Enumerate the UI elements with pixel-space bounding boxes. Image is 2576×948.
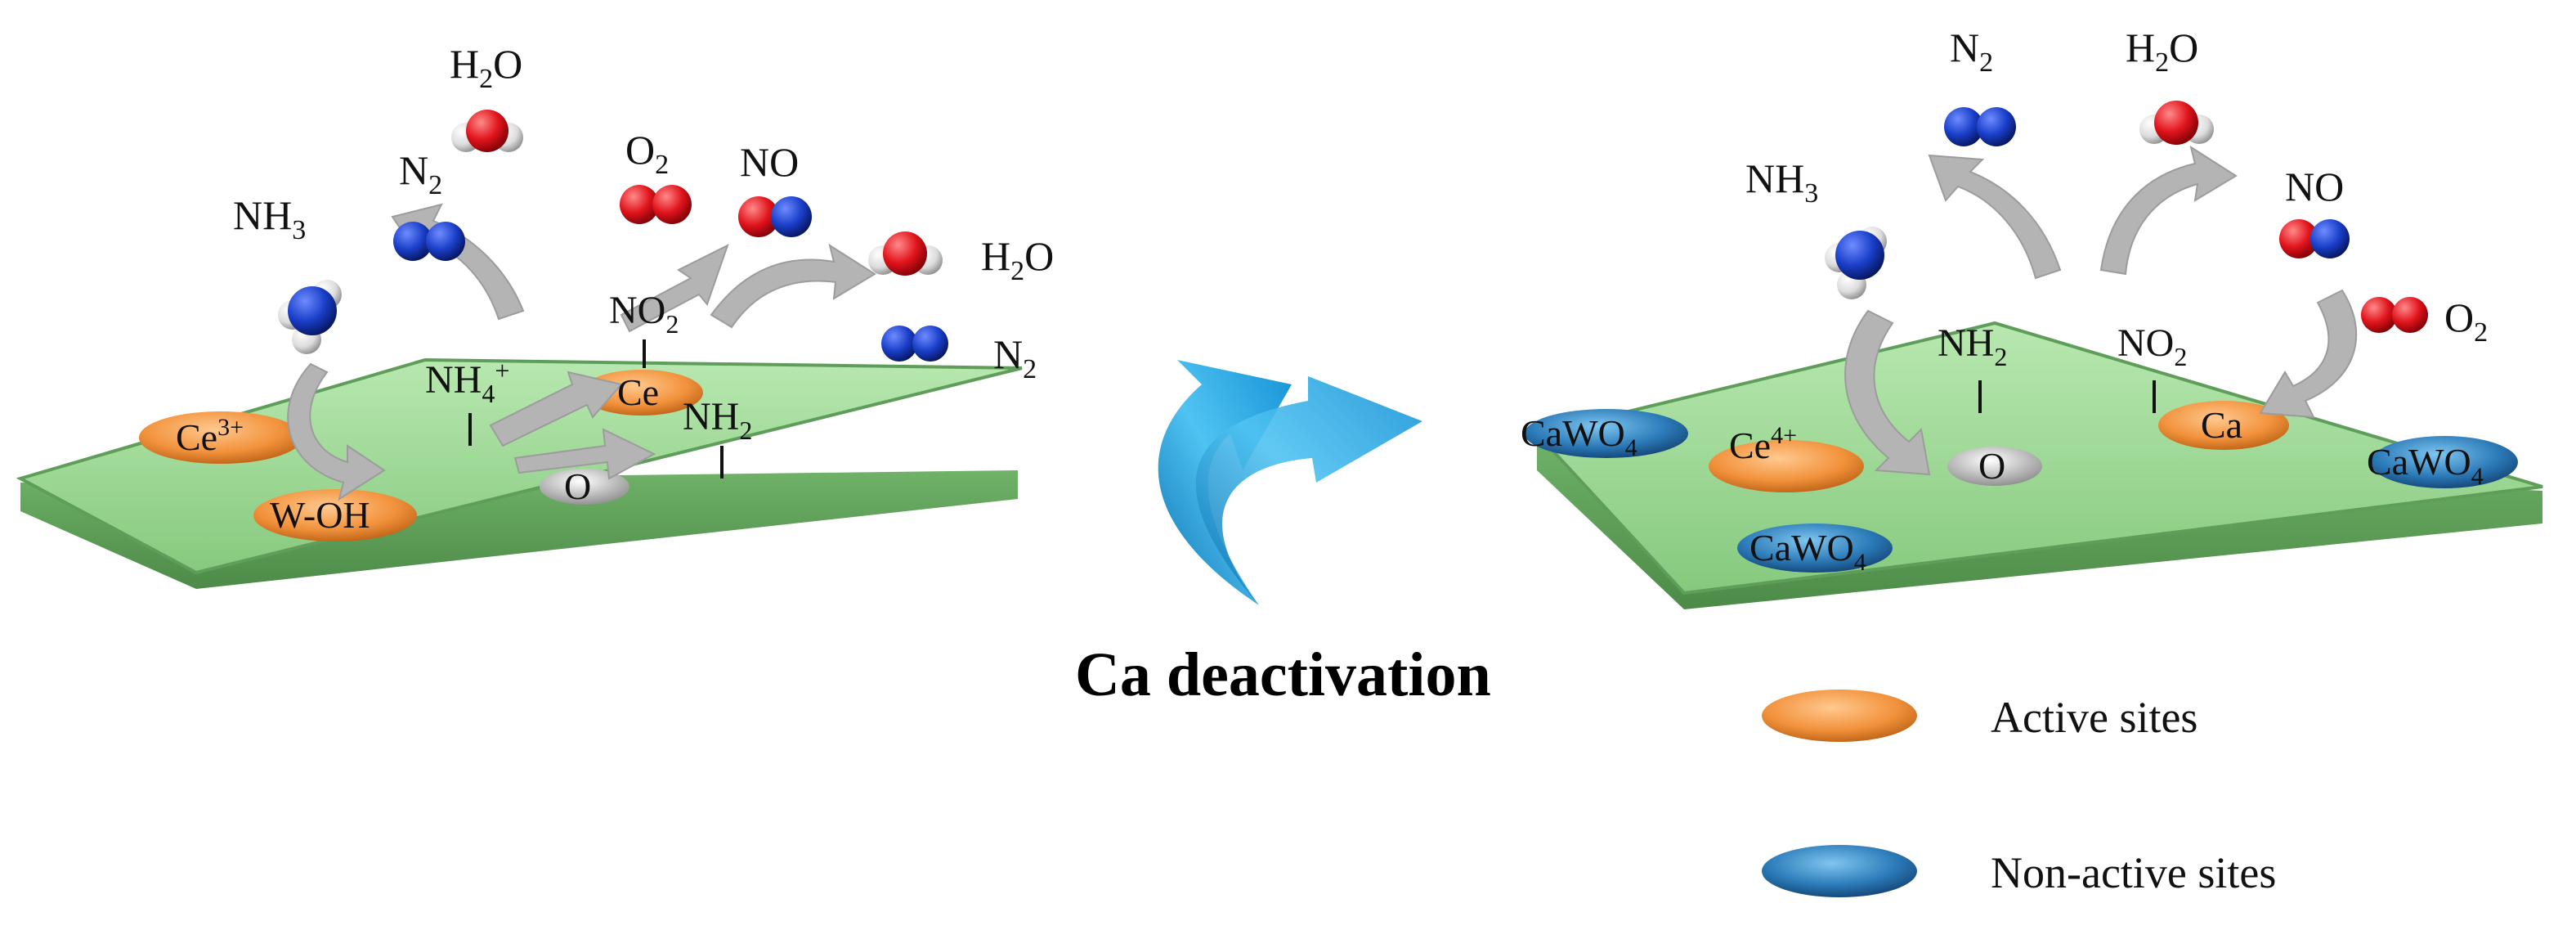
label-o2-right: O2 — [2444, 294, 2488, 348]
label-w-oh: W-OH — [270, 494, 370, 536]
label-o-left: O — [564, 465, 591, 507]
legend-non-active-sites-label: Non-active sites — [1991, 848, 2276, 897]
label-ce: Ce — [617, 371, 659, 413]
n2-molecule-icon — [1944, 107, 2016, 146]
legend-active-sites-label: Active sites — [1991, 693, 2197, 742]
label-n2-left: N2 — [399, 147, 442, 200]
label-nh3-right: NH3 — [1745, 155, 1818, 209]
oxygen-site — [540, 469, 629, 505]
label-no2-right: NO2 — [2117, 321, 2187, 371]
label-nh3-left: NH3 — [233, 192, 306, 245]
o2-molecule-icon — [620, 185, 692, 224]
non-active-site-cawo4-bottom — [1737, 523, 1893, 573]
label-h2o-right-panel: H2O — [2126, 25, 2198, 78]
nh3-molecule-icon — [278, 280, 342, 354]
o2-molecule-icon — [2361, 297, 2428, 333]
ca-deactivation-title: Ca deactivation — [1075, 640, 1491, 709]
left-surface-sites — [139, 370, 703, 541]
active-site-ce3 — [139, 411, 302, 464]
left-process-arrows — [287, 203, 876, 501]
label-no-right: NO — [2285, 164, 2344, 209]
oxygen-site — [1947, 447, 2042, 486]
right-surface-sites — [1525, 401, 2518, 573]
n2-molecule-icon — [393, 222, 465, 261]
right-process-arrows — [1844, 145, 2358, 476]
label-o-right: O — [1978, 445, 2005, 487]
orange-disk-icon — [1762, 690, 1917, 742]
label-ca: Ca — [2201, 404, 2242, 446]
label-ce3: Ce3+ — [176, 414, 244, 458]
label-cawo4-left: CaWO4 — [1521, 412, 1637, 461]
label-h2o-right: H2O — [981, 233, 1054, 286]
label-n2-right-panel: N2 — [1950, 25, 1993, 78]
curved-arrow-icon — [1158, 360, 1422, 605]
h2o-molecule-icon — [2139, 101, 2214, 145]
no-molecule-icon — [2279, 219, 2350, 258]
label-cawo4-bottom: CaWO4 — [1749, 527, 1866, 576]
h2o-molecule-icon — [451, 110, 523, 152]
active-site-w-oh — [253, 489, 417, 541]
non-active-site-cawo4-right — [2371, 436, 2518, 488]
left-catalyst-surface — [16, 357, 1023, 589]
nh3-molecule-icon — [1825, 227, 1887, 299]
blue-disk-icon — [1762, 845, 1917, 897]
label-n2-right: N2 — [993, 331, 1037, 384]
label-h2o-top: H2O — [450, 41, 522, 94]
bond-lines — [468, 339, 2156, 478]
active-site-ce — [580, 370, 703, 416]
label-ce4: Ce4+ — [1729, 422, 1797, 466]
no-molecule-icon — [738, 196, 812, 237]
label-no-left: NO — [740, 139, 799, 185]
h2o-molecule-icon — [868, 231, 943, 276]
n2-molecule-icon — [881, 326, 948, 362]
non-active-site-cawo4-left — [1525, 409, 1688, 458]
label-cawo4-right: CaWO4 — [2367, 441, 2484, 490]
label-o2: O2 — [625, 127, 669, 180]
active-site-ce4 — [1709, 440, 1864, 492]
active-site-ca — [2158, 401, 2289, 450]
